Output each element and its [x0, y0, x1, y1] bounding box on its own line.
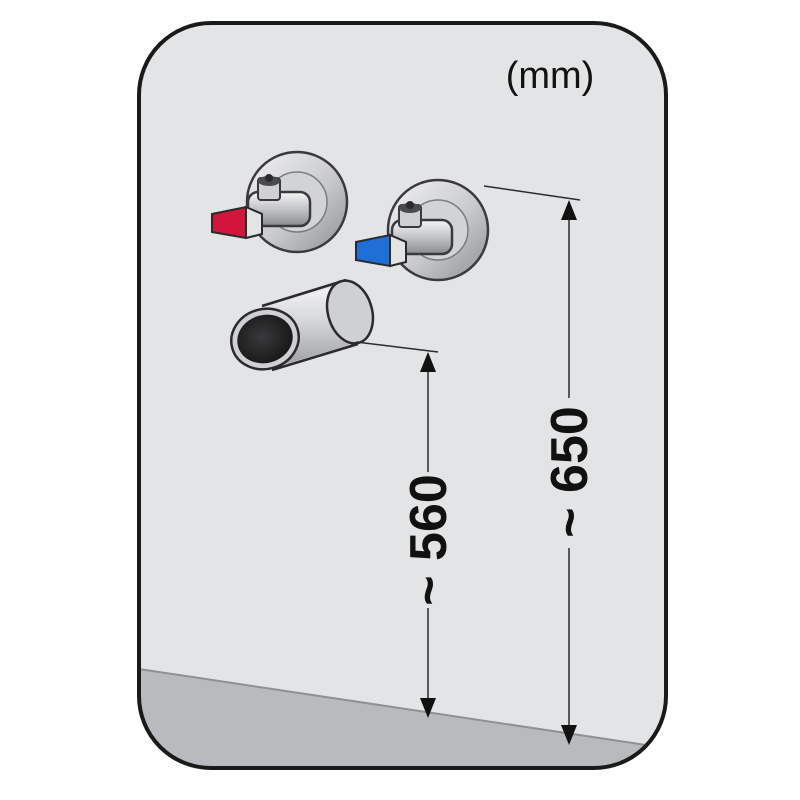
valve-height-dimension: ~ 650 [483, 185, 599, 745]
drain-extension-line [355, 341, 439, 353]
drain-arrow-down [420, 698, 436, 718]
unit-label: (mm) [506, 55, 595, 97]
valve-arrow-down [561, 725, 577, 745]
floor-line [139, 668, 666, 749]
valve-arrow-up [561, 200, 577, 220]
wall [139, 23, 666, 768]
cold-water-angle-valve-icon [355, 178, 490, 282]
hot-water-angle-valve-icon [211, 150, 349, 254]
valve-height-label: ~ 650 [541, 406, 599, 538]
floor [139, 669, 666, 768]
drain-arrow-up [420, 352, 436, 372]
frame [137, 21, 668, 770]
drain-height-label: ~ 560 [400, 474, 458, 606]
drain-height-dimension: ~ 560 [355, 341, 458, 718]
drain-pipe-icon [230, 278, 375, 372]
valve-extension-line [483, 185, 581, 201]
